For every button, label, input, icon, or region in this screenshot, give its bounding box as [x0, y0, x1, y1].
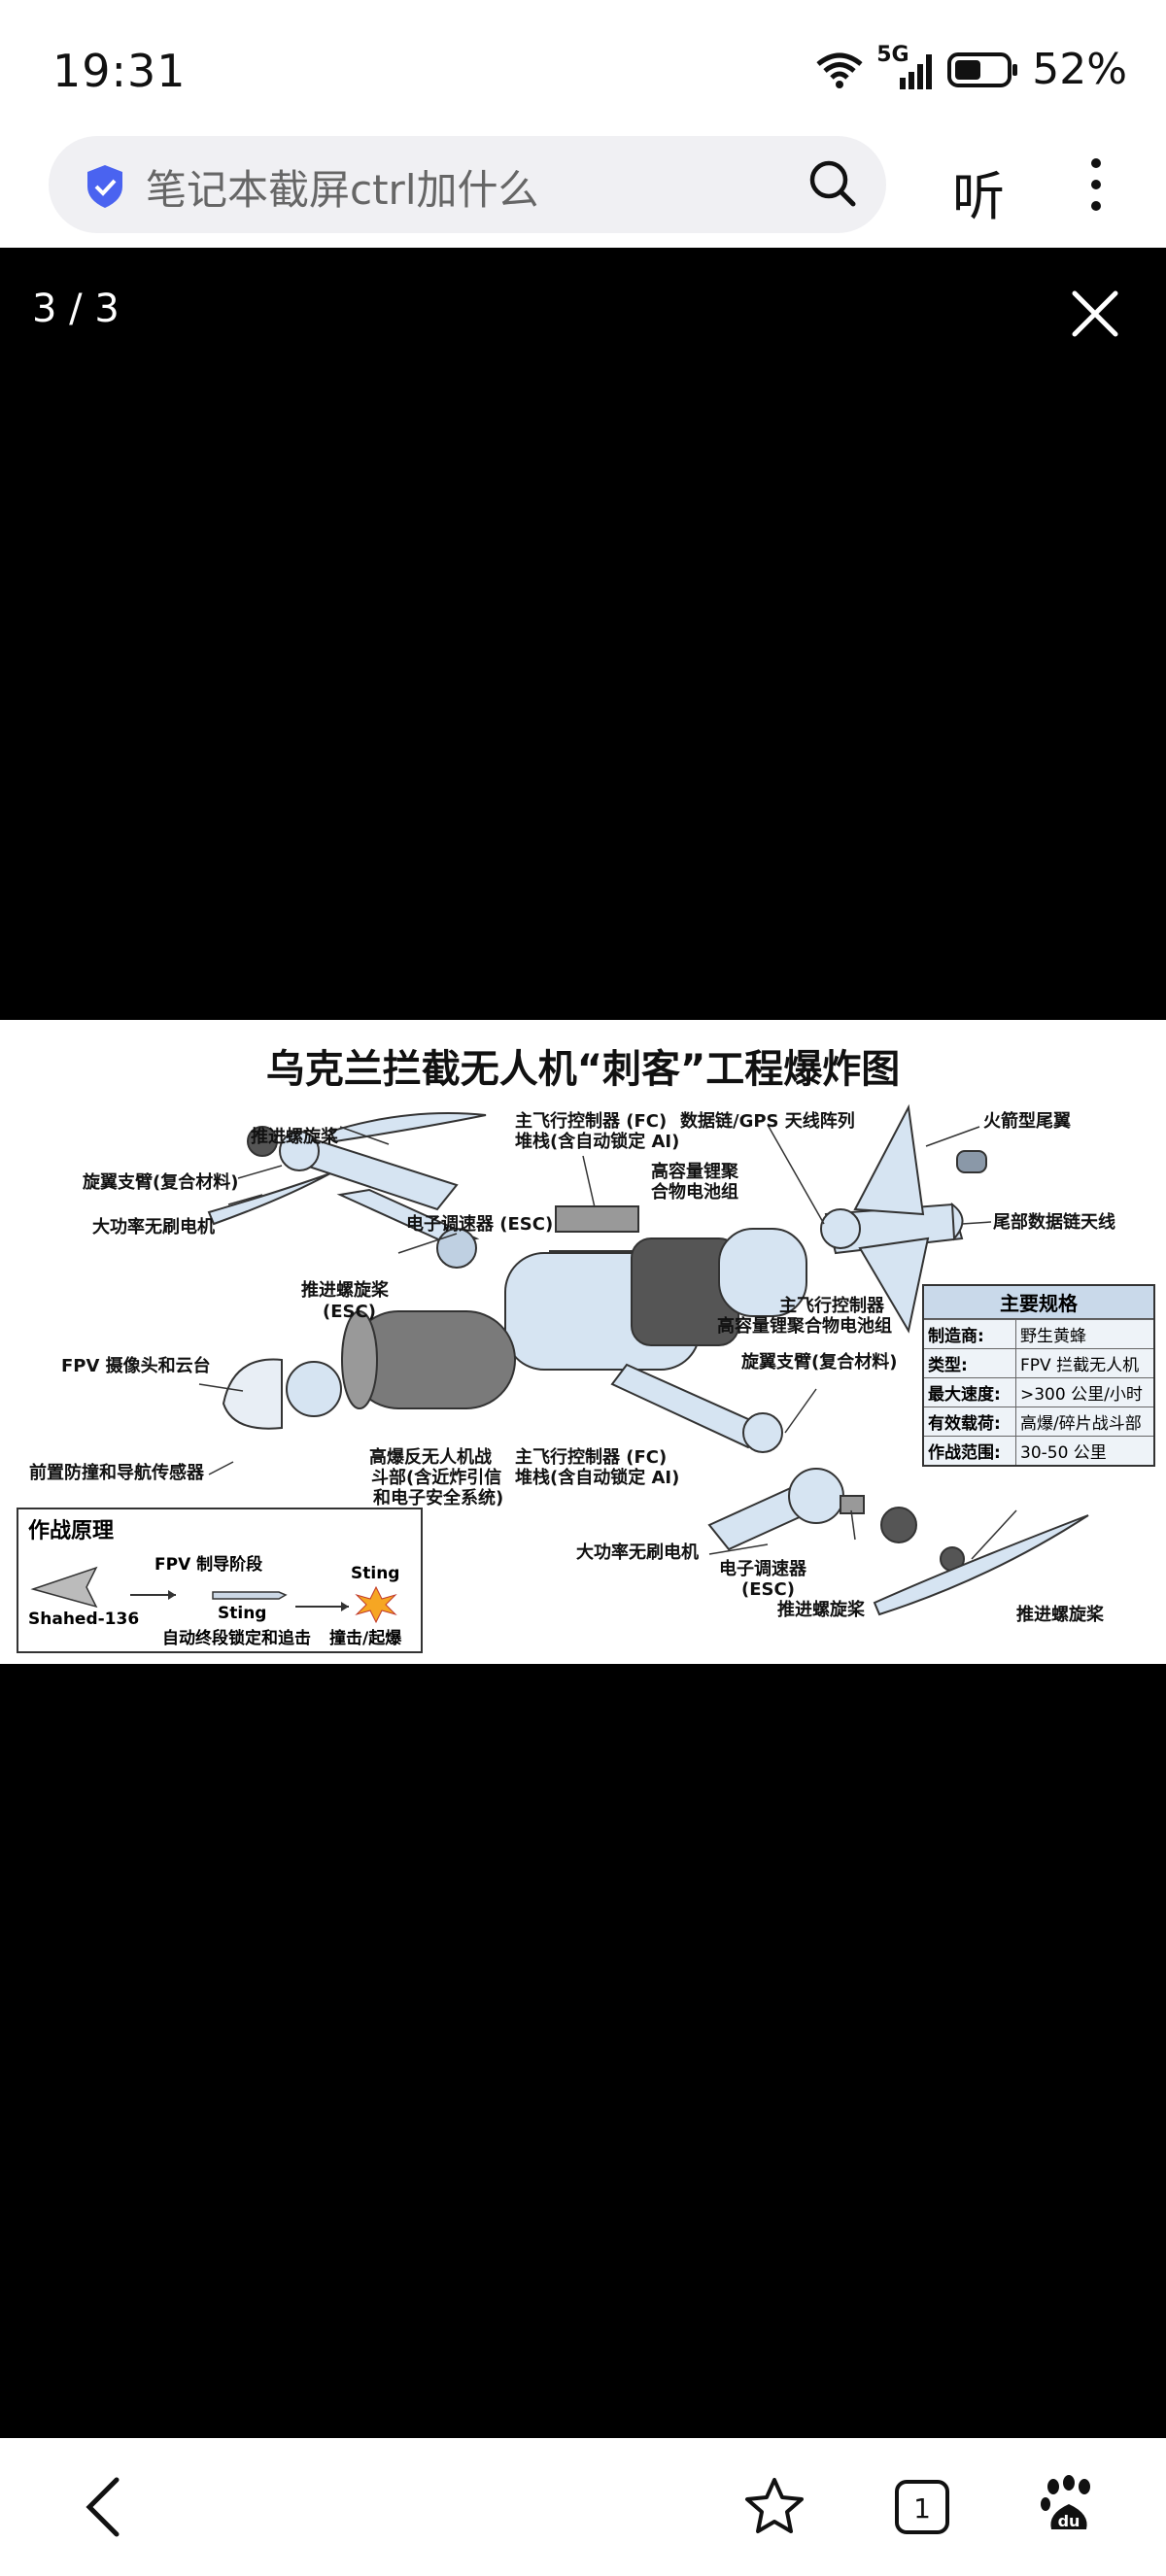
combat-terminal: 自动终段锁定和追击: [162, 1629, 311, 1648]
label-fc-bottom-2: 堆栈(含自动锁定 AI): [515, 1468, 680, 1488]
label-warhead-3: 和电子安全系统): [373, 1488, 504, 1508]
search-icon[interactable]: [806, 157, 859, 210]
specs-row: 有效载荷:高爆/碎片战斗部: [924, 1407, 1153, 1436]
battery-icon: [947, 51, 1018, 87]
label-rocket-tail: 火箭型尾翼: [983, 1111, 1071, 1132]
svg-text:du: du: [1058, 2512, 1080, 2530]
image-viewer: 3 / 3 乌克兰拦截无人机“刺客”工程爆炸图: [0, 248, 1166, 2438]
label-fc-bottom-1: 主飞行控制器 (FC): [515, 1447, 668, 1468]
battery-percent: 52%: [1032, 45, 1127, 94]
exploded-diagram-image[interactable]: 乌克兰拦截无人机“刺客”工程爆炸图: [0, 1020, 1166, 1664]
combat-fpv-stage: FPV 制导阶段: [154, 1555, 263, 1575]
label-battery-top-1: 高容量锂聚: [651, 1162, 738, 1182]
label-motor-right: 大功率无刷电机: [576, 1542, 699, 1563]
label-prop-top: 推进螺旋桨: [251, 1127, 338, 1147]
specs-row: 作战范围:30-50 公里: [924, 1436, 1153, 1465]
status-time: 19:31: [52, 45, 187, 97]
diagram-title: 乌克兰拦截无人机“刺客”工程爆炸图: [265, 1047, 901, 1092]
label-wing-strut-right: 旋翼支臂(复合材料): [741, 1352, 898, 1373]
status-bar: 19:31 5G 52%: [0, 0, 1166, 136]
label-battery-top-2: 合物电池组: [651, 1182, 738, 1203]
baidu-paw-icon[interactable]: du: [1040, 2475, 1098, 2537]
label-fc-top-1: 主飞行控制器 (FC): [515, 1111, 668, 1132]
drone-illustration: [198, 1103, 1089, 1616]
specs-table: 主要规格 制造商:野生黄蜂 类型:FPV 拦截无人机 最大速度:>300 公里/…: [922, 1284, 1155, 1467]
combat-sting-right: Sting: [351, 1564, 400, 1583]
back-icon[interactable]: [84, 2476, 122, 2538]
combat-impact: 撞击/起爆: [329, 1629, 402, 1648]
specs-row: 制造商:野生黄蜂: [924, 1319, 1153, 1348]
label-prop-right-2: 推进螺旋桨: [1016, 1605, 1104, 1625]
label-esc-left: 电子调速器 (ESC): [406, 1214, 554, 1235]
network-type: 5G: [876, 43, 935, 91]
label-datalink: 数据链/GPS 天线阵列: [680, 1111, 855, 1132]
label-fpv: FPV 摄像头和云台: [61, 1356, 211, 1376]
label-warhead-2: 斗部(含近炸引信: [371, 1468, 502, 1488]
label-esc-right-2: (ESC): [741, 1579, 795, 1600]
more-menu-icon[interactable]: [1079, 155, 1114, 214]
label-prop-right-1: 推进螺旋桨: [777, 1600, 865, 1620]
label-prop-esc-1: 推进螺旋桨: [301, 1280, 389, 1301]
shield-check-icon: [87, 165, 122, 208]
close-icon[interactable]: [1071, 289, 1119, 338]
label-sensor: 前置防撞和导航传感器: [29, 1463, 204, 1483]
search-query[interactable]: 笔记本截屏ctrl加什么: [146, 166, 539, 214]
bottom-navigation: 1 du: [0, 2438, 1166, 2576]
combat-flow-illustration: [30, 1566, 397, 1624]
label-tail-datalink: 尾部数据链天线: [993, 1212, 1115, 1233]
listen-button[interactable]: 听: [952, 166, 1005, 227]
label-prop-esc-2: (ESC): [323, 1302, 376, 1322]
specs-row: 类型:FPV 拦截无人机: [924, 1348, 1153, 1377]
combat-shahed: Shahed-136: [28, 1610, 140, 1629]
search-box[interactable]: 笔记本截屏ctrl加什么: [49, 136, 886, 233]
image-counter: 3 / 3: [32, 287, 120, 331]
label-fc-mid-1: 主飞行控制器: [779, 1296, 884, 1316]
combat-title: 作战原理: [28, 1519, 115, 1543]
label-warhead-1: 高爆反无人机战: [369, 1447, 492, 1468]
label-wing-strut-left: 旋翼支臂(复合材料): [83, 1172, 239, 1193]
combat-sting-mid: Sting: [218, 1604, 267, 1623]
signal-icon: [900, 53, 933, 89]
browser-toolbar: 笔记本截屏ctrl加什么 听: [0, 136, 1166, 248]
label-fc-top-2: 堆栈(含自动锁定 AI): [515, 1132, 680, 1152]
combat-principle-box: 作战原理 FPV 制导阶段 Shahed-136 Sting 自动终段锁定和追击…: [17, 1508, 423, 1653]
label-fc-mid-2: 高容量锂聚合物电池组: [717, 1316, 892, 1337]
tabs-count-icon[interactable]: 1: [893, 2478, 951, 2536]
wifi-icon: [816, 52, 863, 88]
specs-title: 主要规格: [924, 1286, 1153, 1319]
status-icons: 5G 52%: [814, 43, 1127, 94]
specs-row: 最大速度:>300 公里/小时: [924, 1377, 1153, 1407]
svg-text:1: 1: [913, 2492, 931, 2525]
label-motor-left: 大功率无刷电机: [92, 1217, 215, 1237]
label-esc-right-1: 电子调速器: [719, 1559, 806, 1579]
star-icon[interactable]: [743, 2475, 806, 2537]
